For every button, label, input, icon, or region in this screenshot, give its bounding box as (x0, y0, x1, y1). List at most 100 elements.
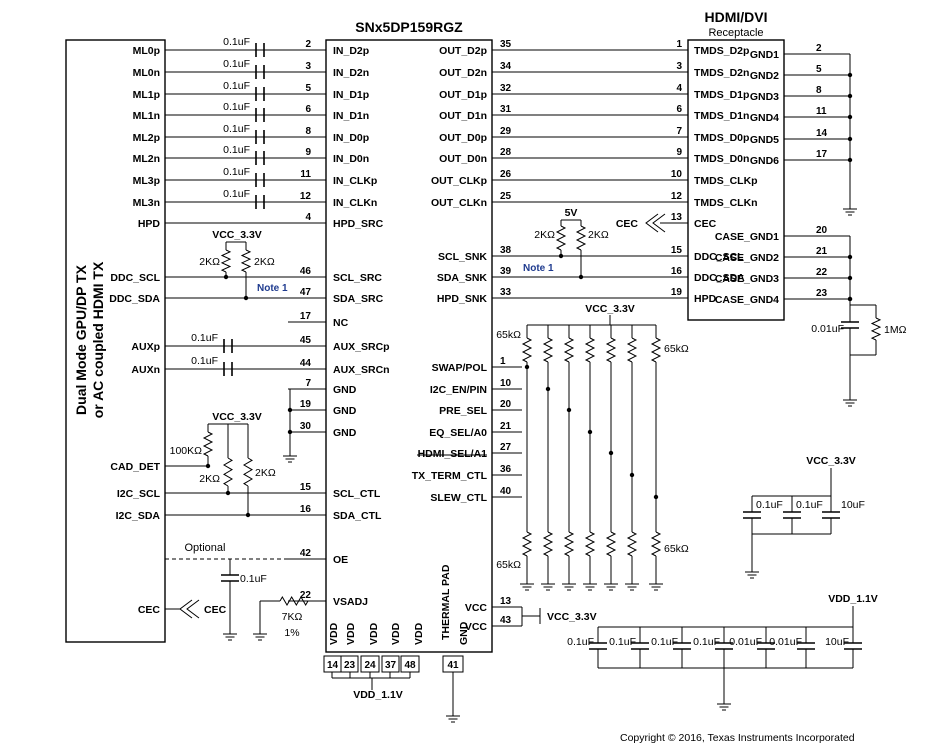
ic-pin-number: 46 (300, 266, 312, 277)
junction-dot (558, 253, 564, 259)
ic-pin-out-d2n: OUT_D2n (439, 67, 487, 79)
net-label-ml0n: ML0n (133, 67, 160, 79)
connector-subtitle: Receptacle (708, 27, 763, 39)
ic-pin-number: 14 (327, 660, 339, 671)
ic-pin-vsadj: VSADJ (333, 596, 368, 608)
coupling-cap-label: 0.1uF (223, 101, 250, 113)
ic-pin-number: 12 (300, 191, 312, 202)
ic-pin-number: 22 (300, 590, 312, 601)
pulldown-resistor (605, 531, 617, 557)
ic-pin-number: 13 (500, 596, 512, 607)
net-label-ddc-scl: DDC_SCL (110, 272, 160, 284)
coupling-cap-label: 0.1uF (223, 58, 250, 70)
connector-pin-number: 4 (676, 83, 682, 94)
cec-chevron (179, 599, 193, 619)
ic-part-number: SNx5DP159RGZ (355, 19, 463, 35)
connector-pin-ddc-scl: DDC_SCL (694, 251, 744, 263)
ic-pin-number: 20 (500, 399, 512, 410)
ic-pin-gnd: GND (458, 621, 470, 645)
coupling-cap-label: 0.1uF (223, 36, 250, 48)
connector-pin-number: 22 (816, 267, 828, 278)
ic-pin-number: 1 (500, 356, 506, 367)
ic-pin-number: 38 (500, 245, 512, 256)
pullup-resistor (563, 337, 575, 363)
ic-pin-in_d2n: IN_D2n (333, 67, 369, 79)
connector-title: HDMI/DVI (705, 9, 768, 25)
resistor-value: 2KΩ (534, 229, 555, 241)
ic-pin-vdd: VDD (390, 622, 402, 645)
junction-dot (223, 274, 229, 280)
connector-pin-number: 13 (671, 212, 683, 223)
connector-pin-number: 5 (816, 64, 822, 75)
ic-pin-number: 10 (500, 378, 512, 389)
connector-pin-number: 17 (816, 149, 828, 160)
connector-pin-gnd3: GND3 (750, 91, 779, 103)
ic-pin-number: 17 (300, 311, 312, 322)
pullup-resistor (223, 457, 233, 487)
ic-pin-number: 48 (404, 660, 416, 671)
ic-pin-number: 29 (500, 126, 512, 137)
note-1-label: Note 1 (257, 283, 288, 294)
ic-pin-eq-sel-a0: EQ_SEL/A0 (429, 427, 487, 439)
ic-pin-sda-snk: SDA_SNK (437, 272, 488, 284)
pulldown-resistor (202, 431, 214, 457)
ic-pin-in_d0p: IN_D0p (333, 132, 369, 144)
pulldown-resistor (542, 531, 554, 557)
connector-pin-ddc-sda: DDC_SDA (694, 272, 745, 284)
ic-pin-out-clkp: OUT_CLKp (431, 175, 487, 187)
net-label-auxn: AUXn (131, 364, 160, 376)
connector-pin-tmds-clkn: TMDS_CLKn (694, 197, 758, 209)
ic-pin-number: 21 (500, 421, 512, 432)
resistor-value: 2KΩ (199, 473, 220, 485)
vdd-rail-label: VDD_1.1V (353, 689, 403, 701)
connector-pin-number: 16 (671, 266, 683, 277)
ic-pin-in_clkp: IN_CLKp (333, 175, 377, 187)
resistor-value: 65kΩ (664, 543, 689, 555)
ic-pin-vdd: VDD (413, 622, 425, 645)
ic-pin-vdd: VDD (345, 622, 357, 645)
cap-value: 10uF (841, 499, 865, 511)
cap-value: 0.01uF (769, 636, 802, 648)
ic-pin-scl_src: SCL_SRC (333, 272, 382, 284)
resistor-value: 2KΩ (255, 467, 276, 479)
net-label-ml1n: ML1n (133, 110, 160, 122)
resistor-value: 65kΩ (496, 329, 521, 341)
5v-rail-label: 5V (565, 207, 578, 219)
connector-pin-tmds-d0p: TMDS_D0p (694, 132, 749, 144)
connector-pin-gnd4: GND4 (750, 112, 779, 124)
pullup-resistor (542, 337, 554, 363)
ic-pin-number: 32 (500, 83, 512, 94)
ic-pin-number: 6 (305, 104, 311, 115)
ic-pin-in_d1n: IN_D1n (333, 110, 369, 122)
ic-pin-number: 5 (305, 83, 311, 94)
net-label-ml2p: ML2p (133, 132, 160, 144)
cap-value: 0.1uF (756, 499, 783, 511)
connector-pin-number: 7 (676, 126, 682, 137)
ic-pin-number: 26 (500, 169, 512, 180)
ic-pin-in_d1p: IN_D1p (333, 89, 369, 101)
pulldown-resistor (584, 531, 596, 557)
ic-pin-out-d0p: OUT_D0p (439, 132, 487, 144)
coupling-cap-label: 0.1uF (223, 80, 250, 92)
vcc-rail-label: VCC_3.3V (212, 229, 262, 241)
connector-pin-tmds-d2n: TMDS_D2n (694, 67, 749, 79)
pullup-resistor (626, 337, 638, 363)
cap-value: 0.1uF (567, 636, 594, 648)
net-label-i2c-sda: I2C_SDA (116, 510, 161, 522)
ic-pin-number: 40 (500, 486, 512, 497)
ic-pin-number: 2 (305, 39, 311, 50)
source-block (65, 39, 166, 643)
cap-value: 0.1uF (796, 499, 823, 511)
net-label-ddc-sda: DDC_SDA (109, 293, 160, 305)
vcc-rail-label: VCC_3.3V (212, 411, 262, 423)
pullup-resistor (555, 225, 567, 251)
connector-pin-number: 3 (676, 61, 682, 72)
ic-pin-thermal-pad: THERMAL PAD (440, 564, 452, 640)
ic-pin-number: 34 (500, 61, 512, 72)
ic-pin-aux_srcp: AUX_SRCp (333, 341, 390, 353)
connector-pin-gnd5: GND5 (750, 134, 779, 146)
cec-label: CEC (204, 604, 227, 616)
connector-pin-number: 2 (816, 43, 822, 54)
net-label-i2c-scl: I2C_SCL (117, 488, 161, 500)
resistor-value: 100KΩ (170, 445, 203, 457)
